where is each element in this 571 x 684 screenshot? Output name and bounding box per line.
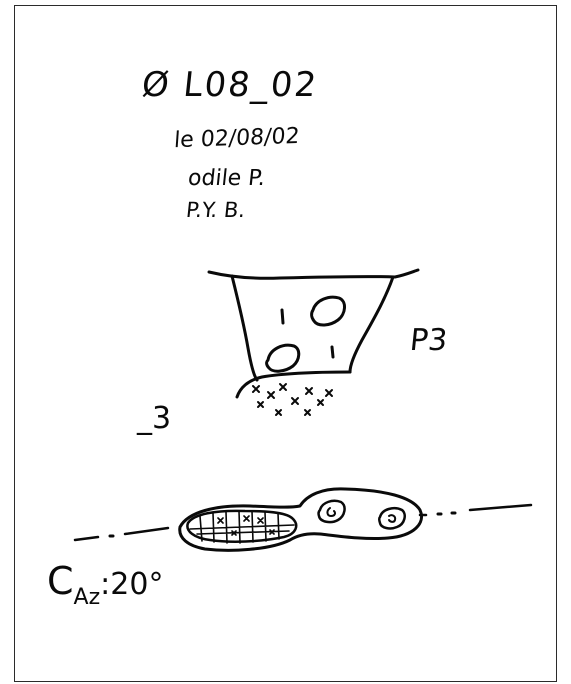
stone-outline-upper: [310, 295, 346, 327]
stone-plan-1-mark: [326, 507, 336, 517]
stone-plan-1: [317, 499, 346, 524]
feature-outline: [178, 487, 423, 552]
azimuth-value: :20°: [100, 567, 164, 602]
gravel-patch-crosses: [217, 515, 275, 536]
stone-plan-2: [378, 507, 406, 530]
axis-dash-left-2: [123, 526, 170, 536]
stone-plan-2-mark: [388, 514, 397, 523]
sheet-border: [14, 5, 557, 682]
azimuth-prefix: Az: [73, 585, 101, 610]
fill-mark-2: [330, 345, 335, 359]
pit-wall-right: [348, 275, 395, 374]
gravel-cross-marks: [252, 383, 333, 416]
stone-outline-lower: [265, 343, 301, 373]
pit-wall-left: [230, 274, 259, 382]
fill-mark-1: [280, 308, 285, 325]
plan-view-drawing: [73, 487, 533, 552]
azimuth-label: CAz:20°: [47, 562, 163, 609]
layer-boundary-line: [235, 370, 352, 399]
ground-surface-line: [207, 268, 420, 280]
azimuth-symbol: C: [47, 559, 74, 603]
section-profile-drawing: [207, 268, 420, 399]
axis-dash-left-1: [73, 535, 100, 542]
axis-dash-right-2: [468, 503, 533, 512]
gravel-patch-grid: [189, 510, 295, 544]
depth-label: _3: [137, 401, 172, 436]
